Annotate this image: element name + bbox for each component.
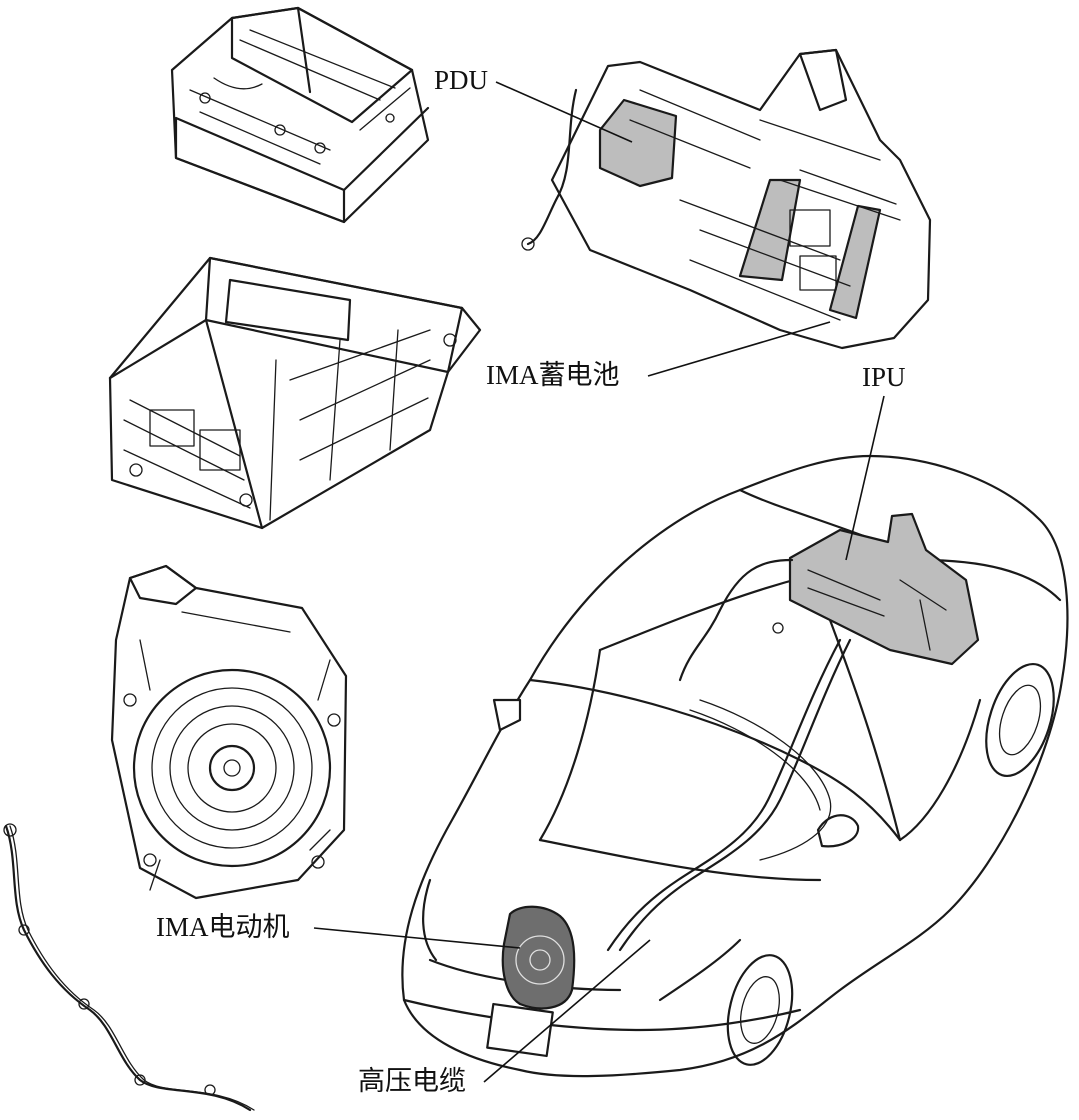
ima-battery-label: IMA蓄电池 xyxy=(486,360,620,390)
ima-battery-module-drawing xyxy=(108,256,482,530)
ima-motor-leader-line xyxy=(313,927,521,949)
pdu-label: PDU xyxy=(434,65,488,95)
pdu-leader-line xyxy=(495,81,633,143)
ima-motor-drawing xyxy=(110,564,348,900)
ima-motor-label: IMA电动机 xyxy=(156,912,290,942)
hv-cable-label: 高压电缆 xyxy=(358,1066,466,1096)
ipu-label: IPU xyxy=(862,362,906,392)
ipu-in-car-drawing xyxy=(678,512,980,682)
ipu-leader-line xyxy=(845,395,885,561)
ima-battery-leader-line xyxy=(647,321,831,377)
pdu-component-drawing xyxy=(170,6,430,224)
cable-run-in-car xyxy=(606,638,852,952)
car-outline-drawing xyxy=(401,454,1069,1078)
high-voltage-cable-drawing xyxy=(3,823,255,1112)
ima-motor-in-car-drawing xyxy=(501,905,576,1010)
ipu-assembly-drawing xyxy=(521,48,932,350)
hv-cable-leader-line xyxy=(483,939,651,1083)
